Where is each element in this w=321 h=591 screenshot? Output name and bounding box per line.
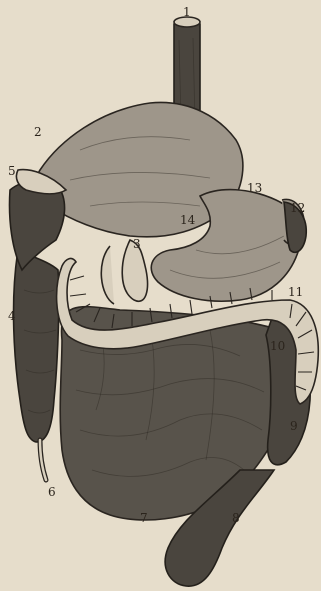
label-6: 6: [48, 485, 56, 499]
label-12: 12: [290, 201, 305, 215]
label-9: 9: [290, 419, 298, 433]
label-14: 14: [180, 213, 196, 227]
label-5: 5: [8, 164, 16, 178]
label-10: 10: [270, 339, 285, 353]
label-13: 13: [247, 181, 262, 195]
label-7: 7: [140, 511, 148, 525]
label-4: 4: [8, 309, 16, 323]
label-2: 2: [34, 125, 42, 139]
label-8: 8: [232, 511, 240, 525]
label-3: 3: [133, 237, 141, 251]
label-11: 11: [288, 285, 303, 299]
label-1: 1: [183, 5, 191, 19]
